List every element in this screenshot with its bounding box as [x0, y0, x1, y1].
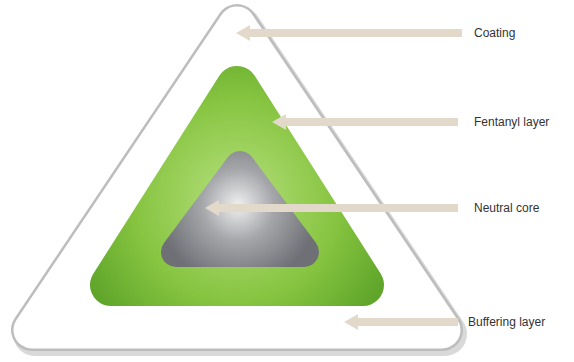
leader-arrow — [205, 200, 458, 216]
buffering-layer-shape — [32, 25, 442, 330]
part-label: Neutral core — [474, 201, 539, 215]
part-label: Fentanyl layer — [474, 115, 549, 129]
leader-arrow — [344, 314, 458, 330]
leader-arrow — [236, 25, 462, 41]
leader-arrow — [272, 114, 458, 130]
part-label: Buffering layer — [468, 315, 545, 329]
coating-rim — [32, 25, 442, 330]
part-label: Coating — [474, 26, 515, 40]
coating-shadow — [35, 29, 445, 334]
fentanyl-layer-shape — [111, 87, 363, 285]
